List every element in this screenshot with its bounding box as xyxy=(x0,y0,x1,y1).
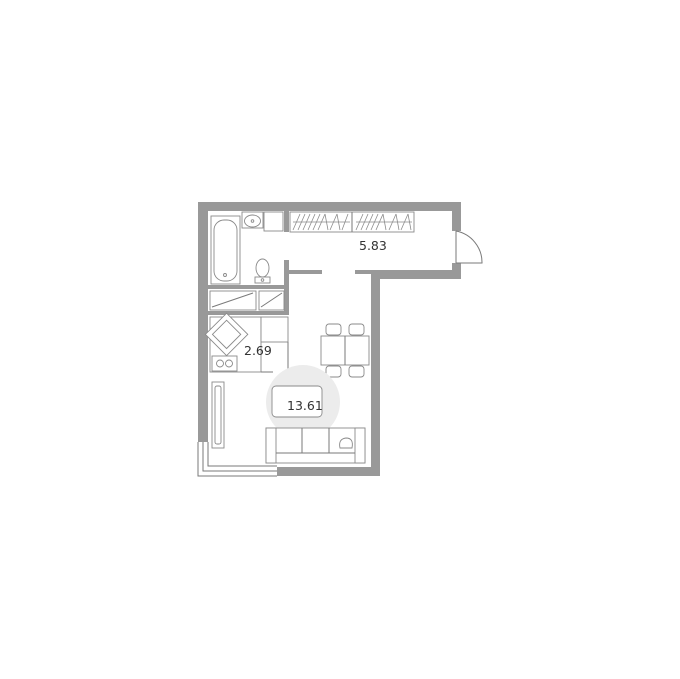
wall-entrance-upper xyxy=(452,202,461,231)
wall-hall-divider-left xyxy=(289,270,322,274)
area-label-hallway: 5.83 xyxy=(359,238,387,253)
wall-partition-horizontal xyxy=(208,285,289,289)
wall-bottom xyxy=(277,467,380,476)
walls xyxy=(198,202,461,476)
balcony-window xyxy=(197,442,277,477)
wardrobe xyxy=(289,211,415,233)
cabinet xyxy=(263,211,284,232)
coffee-table xyxy=(271,385,323,418)
wall-top xyxy=(198,202,461,211)
area-label-bathroom: 2.69 xyxy=(244,343,272,358)
toilet xyxy=(254,258,271,284)
wall-left xyxy=(198,202,208,442)
wall-right xyxy=(371,270,380,476)
bathtub xyxy=(210,215,241,285)
area-label-living-room: 13.61 xyxy=(287,398,323,413)
sink xyxy=(241,211,264,229)
entrance-door[interactable] xyxy=(455,230,483,264)
stove xyxy=(211,355,238,372)
wall-hall-bottom xyxy=(371,270,461,279)
wardrobe-hangers-left xyxy=(292,213,350,231)
kitchen-sink xyxy=(204,312,249,357)
tv-stand xyxy=(211,381,225,449)
dining-table xyxy=(320,323,370,378)
wardrobe-hangers-right xyxy=(355,213,412,231)
wall-bath-bottom xyxy=(208,311,289,315)
wall-partition-vertical xyxy=(284,211,289,232)
shelves xyxy=(209,290,285,311)
sofa xyxy=(265,427,366,464)
wall-hall-divider-right xyxy=(355,270,372,274)
